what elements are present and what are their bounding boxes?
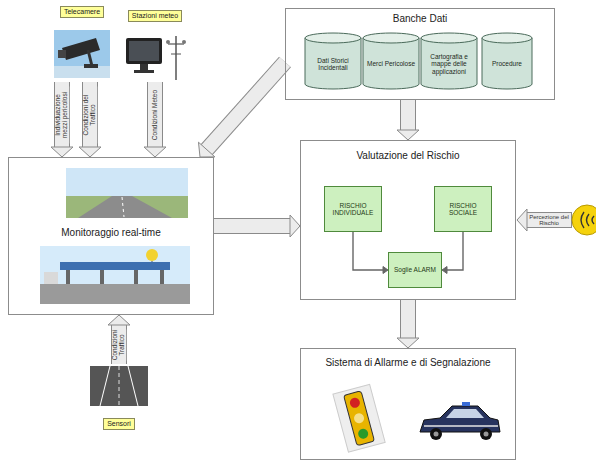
flow-arrow xyxy=(79,82,101,157)
arrow-fill xyxy=(401,300,415,338)
arrow-head xyxy=(51,147,73,157)
arrow-outline xyxy=(207,62,285,150)
cylinder-top xyxy=(482,33,532,43)
arrow-head xyxy=(290,215,300,237)
arrow-head xyxy=(79,147,101,157)
flow-arrow xyxy=(144,82,166,157)
perception-symbol xyxy=(572,205,596,235)
flow-line xyxy=(353,232,388,274)
arrow-outline xyxy=(214,218,290,234)
arrow-head xyxy=(144,147,166,157)
perception-arrow xyxy=(517,209,572,231)
device-label: Stazioni meteo xyxy=(122,10,188,82)
arrow-label: Individuazione mezzi pericolosi xyxy=(55,86,69,143)
arrow-fill xyxy=(83,82,97,147)
sensor-road-photo xyxy=(90,366,148,406)
risk-box: RISCHIO SOCIALE xyxy=(434,186,492,232)
database-cylinder: Merci Pericolose xyxy=(362,32,420,90)
flow-arrow xyxy=(397,300,419,348)
road-photo xyxy=(66,168,188,218)
node-text: Merci Pericolose xyxy=(365,54,417,67)
device-label: Sensori xyxy=(84,364,154,430)
arrow-fill xyxy=(401,100,415,130)
police-car-icon xyxy=(420,402,500,440)
flow-arrow xyxy=(397,100,419,140)
arrow-outline xyxy=(54,82,70,147)
arrow-outline xyxy=(400,300,416,338)
node-text: RISCHIO SOCIALE xyxy=(435,202,491,217)
toll-station-photo xyxy=(40,246,190,304)
flow-arrow xyxy=(198,62,285,157)
database-cylinder: Procedure xyxy=(481,32,533,90)
camera-photo xyxy=(54,30,110,78)
node-text: Telecamere xyxy=(60,6,104,18)
node-text: RISCHIO INDIVIDUALE xyxy=(325,202,381,217)
database-cylinder: Dati Storici Incidentali xyxy=(304,32,362,90)
cylinder-top xyxy=(421,33,477,43)
node-text: Cartografia e mappe delle applicazioni xyxy=(420,47,478,74)
arrow-head xyxy=(397,338,419,348)
device-label: Telecamere xyxy=(50,6,114,82)
flow-arrow xyxy=(214,215,300,237)
arrow-fill xyxy=(112,325,126,364)
cylinder-body xyxy=(421,38,477,89)
node-text: Dati Storici Incidentali xyxy=(304,51,362,71)
arrow-fill xyxy=(55,82,69,147)
panel-title: Valutazione del Rischio xyxy=(301,150,515,161)
risk-box: RISCHIO INDIVIDUALE xyxy=(324,186,382,232)
panel-title: Monitoraggio real-time xyxy=(9,227,213,238)
arrow-label: Condizioni Traffico xyxy=(112,329,126,360)
cylinder-top xyxy=(363,33,419,43)
flow-line xyxy=(442,232,463,274)
node-text: Soglie ALARM xyxy=(392,266,438,273)
arrow-outline xyxy=(400,100,416,130)
database-cylinder: Cartografia e mappe delle applicazioni xyxy=(420,32,478,90)
panel-box: Valutazione del RischioRISCHIO INDIVIDUA… xyxy=(300,140,516,300)
arrow-outline xyxy=(111,325,127,364)
arrow-fill xyxy=(214,219,290,233)
arrow-label: Percezione del Rischio xyxy=(528,214,570,227)
cylinder-body xyxy=(305,38,361,89)
arrow-head xyxy=(442,267,447,274)
panel-box: Sistema di Allarme e di Segnalazione xyxy=(300,348,516,460)
cylinder-body xyxy=(482,38,532,89)
panel-box: Monitoraggio real-time xyxy=(8,157,214,315)
arrow-label: Condizioni Meteo xyxy=(152,86,159,143)
arrow-outline xyxy=(147,82,163,147)
node-text: Procedure xyxy=(490,54,524,67)
arrow-head xyxy=(108,315,130,325)
cylinder-top xyxy=(305,33,361,43)
node-text: Sensori xyxy=(103,418,135,430)
panel-title: Banche Dati xyxy=(286,13,554,24)
panel-box: Banche DatiDati Storici IncidentaliMerci… xyxy=(285,8,555,100)
cylinder-body xyxy=(363,38,419,89)
arrow-head xyxy=(198,142,214,157)
arrow-label: Condizioni del Traffico xyxy=(83,86,97,143)
arrow-head xyxy=(397,130,419,140)
arrow-fill xyxy=(207,62,285,150)
flow-line-path xyxy=(353,232,383,270)
node-text: Stazioni meteo xyxy=(128,10,182,22)
panel-title: Sistema di Allarme e di Segnalazione xyxy=(301,357,515,368)
flow-arrow xyxy=(108,315,130,364)
flow-arrow xyxy=(51,82,73,157)
weather-station-icon xyxy=(126,36,186,80)
arrow-fill xyxy=(148,82,162,147)
risk-box: Soglie ALARM xyxy=(388,252,442,288)
arrow-outline xyxy=(82,82,98,147)
traffic-light-icon xyxy=(333,384,385,452)
flow-line-path xyxy=(447,232,463,270)
